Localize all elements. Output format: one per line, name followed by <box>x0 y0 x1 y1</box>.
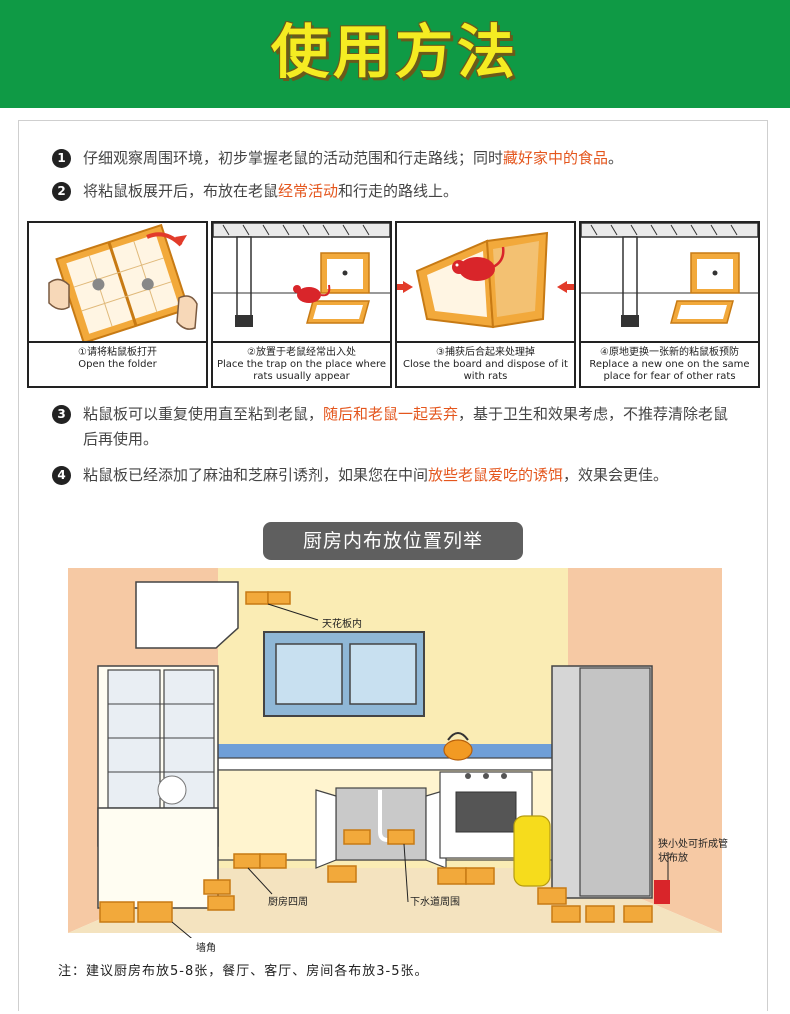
kitchen-illustration <box>68 568 722 938</box>
step-number: 2 <box>52 182 71 201</box>
content-frame <box>18 120 768 1011</box>
kitchen-section-title: 厨房内布放位置列举 <box>263 522 523 560</box>
close-board-illustration <box>397 231 574 329</box>
label-ceiling: 天花板内 <box>322 619 362 630</box>
usage-note: 注：建议厨房布放5-8张，餐厅、客厅、房间各布放3-5张。 <box>58 964 429 979</box>
label-wall-corner: 墙角 <box>196 943 216 954</box>
page-title: 使用方法 <box>270 18 519 86</box>
step-number: 3 <box>52 405 71 424</box>
step-number: 1 <box>52 149 71 168</box>
header-banner: 使用方法 <box>0 0 790 108</box>
step-number: 4 <box>52 466 71 485</box>
label-kitchen-edge: 厨房四周 <box>268 897 308 908</box>
label-narrow-space: 狭小处可折成管状布放 <box>658 839 728 864</box>
open-folder-illustration <box>48 223 198 341</box>
label-drain: 下水道周围 <box>410 897 460 908</box>
place-trap-illustration <box>213 223 390 327</box>
replace-board-illustration <box>581 223 758 327</box>
